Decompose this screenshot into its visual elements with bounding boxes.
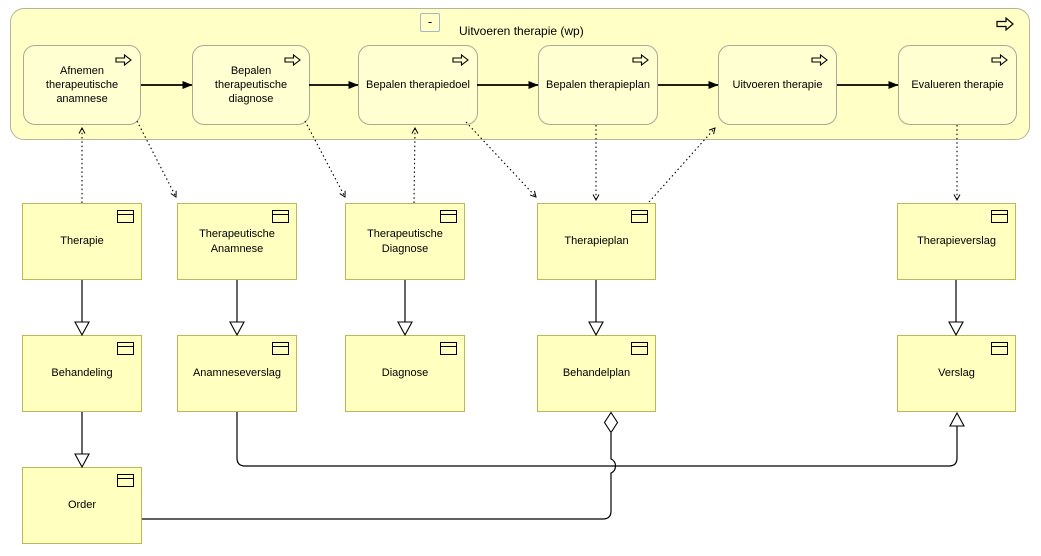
object-therapieverslag[interactable]: Therapieverslag: [897, 203, 1016, 280]
object-label: Behandelplan: [562, 367, 631, 380]
hollow-triangle-arrowhead: [397, 321, 413, 337]
object-order[interactable]: Order: [22, 467, 142, 544]
group-uitvoeren-therapie[interactable]: - Uitvoeren therapie (wp): [10, 8, 1030, 140]
aggregation-behandelplan-order[interactable]: [142, 411, 619, 520]
business-object-icon: [440, 210, 457, 228]
collapse-button[interactable]: -: [420, 13, 440, 32]
business-object-icon: [991, 210, 1008, 228]
object-label: Order: [67, 499, 97, 512]
group-title: Uitvoeren therapie (wp): [459, 24, 584, 38]
object-label: Therapeutische Anamnese: [199, 228, 275, 255]
process-label: Bepalen therapeutische diagnose: [214, 64, 288, 106]
business-process-icon: [996, 16, 1014, 36]
business-object-icon: [117, 210, 134, 228]
business-object-icon: [117, 474, 134, 492]
business-object-icon: [272, 342, 289, 360]
object-label: Therapie: [60, 235, 104, 248]
business-object-icon: [631, 210, 648, 228]
hollow-triangle-arrowhead: [229, 321, 245, 337]
object-therapeutische-anamnese[interactable]: Therapeutische Anamnese: [177, 203, 297, 280]
process-uitvoeren-therapie[interactable]: Uitvoeren therapie: [718, 45, 837, 125]
process-label: Afnemen therapeutische anamnese: [45, 64, 119, 106]
hollow-diamond: [603, 411, 619, 434]
business-object-icon: [991, 342, 1008, 360]
business-process-icon: [991, 53, 1008, 71]
object-verslag[interactable]: Verslag: [897, 335, 1016, 412]
business-process-icon: [115, 53, 132, 71]
process-bepalen-therapeutische-diagnose[interactable]: Bepalen therapeutische diagnose: [192, 45, 310, 125]
business-object-icon: [440, 342, 457, 360]
object-therapeutische-diagnose[interactable]: Therapeutische Diagnose: [345, 203, 465, 280]
business-process-icon: [632, 53, 649, 71]
object-label: Anamneseverslag: [192, 367, 282, 380]
business-object-icon: [272, 210, 289, 228]
process-bepalen-therapiedoel[interactable]: Bepalen therapiedoel: [358, 45, 478, 125]
object-anamneseverslag[interactable]: Anamneseverslag: [177, 335, 297, 412]
hollow-triangle-arrowhead: [588, 321, 604, 337]
specialization-anamneseverslag-to-verslag[interactable]: [236, 412, 958, 467]
aggregation-line: [142, 433, 617, 520]
hollow-triangle-arrowhead: [948, 321, 964, 337]
hollow-triangle-arrowhead: [74, 321, 90, 337]
object-label: Therapeutische Diagnose: [367, 228, 443, 255]
object-label: Therapieplan: [564, 235, 629, 248]
object-label: Verslag: [938, 367, 975, 380]
object-label: Diagnose: [381, 367, 429, 380]
process-afnemen-therapeutische-anamnese[interactable]: Afnemen therapeutische anamnese: [23, 45, 141, 125]
object-behandeling[interactable]: Behandeling: [22, 335, 142, 412]
object-behandelplan[interactable]: Behandelplan: [537, 335, 656, 412]
business-process-icon: [284, 53, 301, 71]
process-evalueren-therapie[interactable]: Evalueren therapie: [898, 45, 1017, 125]
process-bepalen-therapieplan[interactable]: Bepalen therapieplan: [538, 45, 658, 125]
object-label: Therapieverslag: [917, 235, 996, 248]
object-therapieplan[interactable]: Therapieplan: [537, 203, 656, 280]
process-label: Bepalen therapieplan: [546, 78, 650, 91]
hollow-triangle-arrowhead: [74, 453, 90, 469]
hollow-triangle-arrowhead: [949, 411, 965, 427]
object-label: Behandeling: [51, 367, 113, 380]
process-label: Uitvoeren therapie: [732, 78, 823, 91]
object-diagnose[interactable]: Diagnose: [345, 335, 465, 412]
business-process-icon: [452, 53, 469, 71]
process-label: Bepalen therapiedoel: [366, 78, 470, 91]
process-label: Evalueren therapie: [911, 78, 1004, 91]
business-object-icon: [117, 342, 134, 360]
business-object-icon: [631, 342, 648, 360]
object-therapie[interactable]: Therapie: [22, 203, 142, 280]
business-process-icon: [811, 53, 828, 71]
